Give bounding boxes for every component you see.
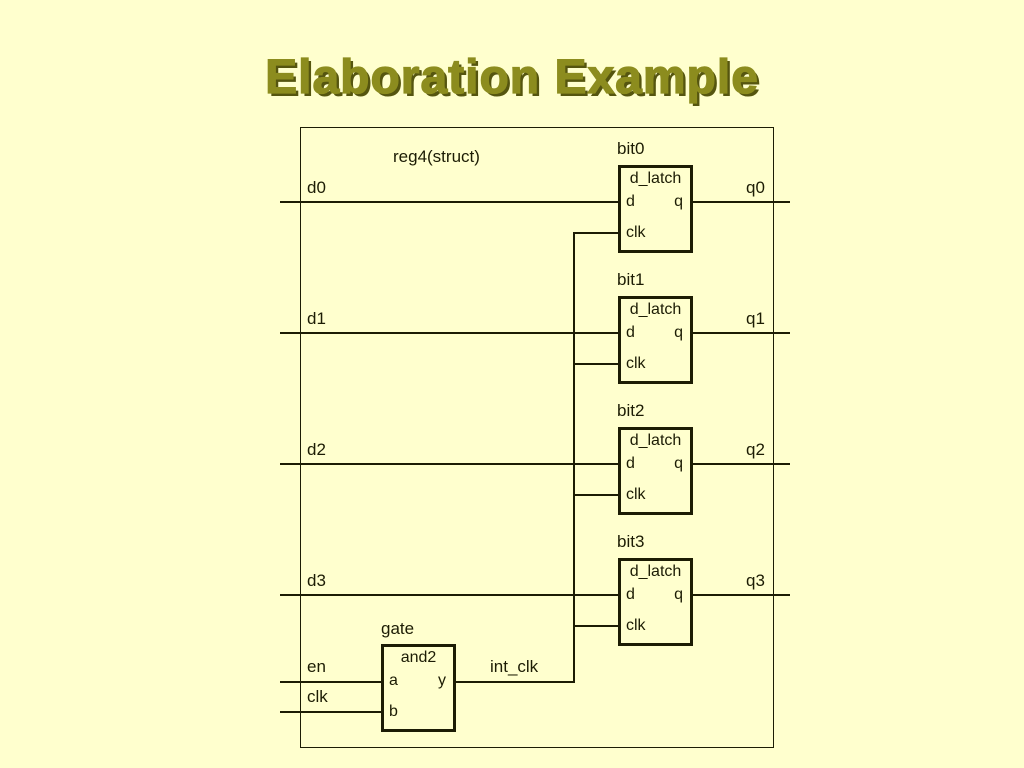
instance-label-bit2: bit2	[617, 401, 645, 420]
d-latch-box-bit2: d_latch d q clk	[618, 427, 693, 515]
wire-clk-stub-bit0	[574, 232, 618, 234]
wire-clk-stub-bit3	[574, 625, 618, 627]
port-clk: clk	[626, 617, 646, 634]
and2-box-gate: and2 a y b	[381, 644, 456, 732]
input-label-d0: d0	[307, 178, 326, 197]
input-label-en: en	[307, 657, 326, 676]
port-q: q	[674, 324, 683, 341]
component-name: d_latch	[629, 170, 682, 187]
port-d: d	[626, 586, 635, 603]
component-name: d_latch	[629, 563, 682, 580]
port-b: b	[389, 703, 398, 720]
wire-d3	[280, 594, 618, 596]
module-boundary-reg4	[300, 127, 774, 748]
port-y: y	[438, 672, 446, 689]
output-label-q0: q0	[746, 178, 765, 197]
port-d: d	[626, 193, 635, 210]
module-label: reg4(struct)	[393, 147, 480, 166]
wire-clk-stub-bit1	[574, 363, 618, 365]
wire-q2	[693, 463, 790, 465]
input-label-d1: d1	[307, 309, 326, 328]
component-name: d_latch	[629, 432, 682, 449]
wire-int-clk-vertical	[573, 232, 575, 683]
wire-clk	[280, 711, 381, 713]
port-clk: clk	[626, 224, 646, 241]
instance-label-gate: gate	[381, 619, 415, 638]
d-latch-box-bit1: d_latch d q clk	[618, 296, 693, 384]
output-label-q1: q1	[746, 309, 765, 328]
d-latch-box-bit3: d_latch d q clk	[618, 558, 693, 646]
port-d: d	[626, 324, 635, 341]
slide-title: Elaboration Example	[264, 50, 759, 104]
wire-d2	[280, 463, 618, 465]
port-q: q	[674, 586, 683, 603]
wire-clk-stub-bit2	[574, 494, 618, 496]
wire-d0	[280, 201, 618, 203]
wire-q1	[693, 332, 790, 334]
port-clk: clk	[626, 486, 646, 503]
port-clk: clk	[626, 355, 646, 372]
output-label-q3: q3	[746, 571, 765, 590]
instance-label-bit1: bit1	[617, 270, 645, 289]
port-a: a	[389, 672, 398, 689]
port-q: q	[674, 455, 683, 472]
wire-q3	[693, 594, 790, 596]
d-latch-box-bit0: d_latch d q clk	[618, 165, 693, 253]
instance-label-bit3: bit3	[617, 532, 645, 551]
port-q: q	[674, 193, 683, 210]
internal-signal-label: int_clk	[490, 657, 539, 676]
output-label-q2: q2	[746, 440, 765, 459]
port-d: d	[626, 455, 635, 472]
input-label-d3: d3	[307, 571, 326, 590]
wire-en	[280, 681, 381, 683]
wire-int-clk-horizontal	[456, 681, 575, 683]
wire-q0	[693, 201, 790, 203]
component-name: and2	[400, 649, 437, 666]
component-name: d_latch	[629, 301, 682, 318]
instance-label-bit0: bit0	[617, 139, 645, 158]
input-label-d2: d2	[307, 440, 326, 459]
wire-d1	[280, 332, 618, 334]
input-label-clk: clk	[307, 687, 328, 706]
